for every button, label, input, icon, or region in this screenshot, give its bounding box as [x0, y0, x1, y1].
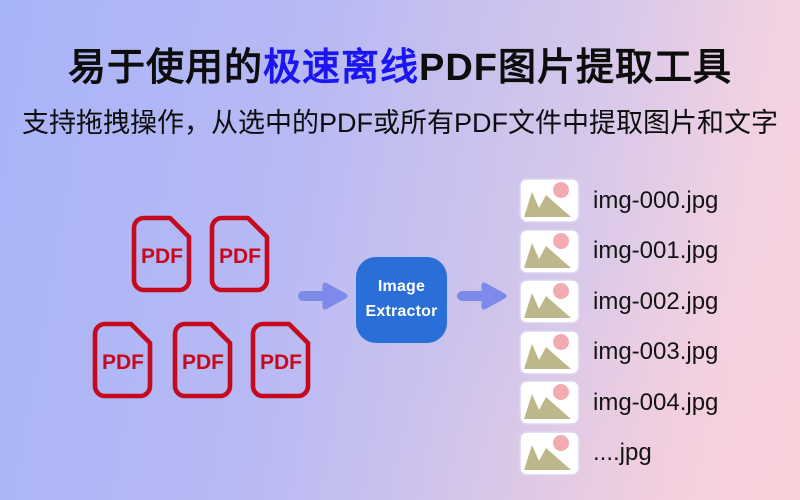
file-name: ....jpg: [593, 439, 652, 467]
pdf-file-icon: PDF: [91, 320, 155, 402]
pdf-label: PDF: [141, 245, 183, 268]
arrow-right-icon: [297, 282, 349, 310]
image-extractor-box: Image Extractor: [356, 257, 447, 343]
image-file-icon: [519, 431, 580, 476]
image-file-icon: [519, 279, 580, 324]
pdf-label: PDF: [102, 351, 144, 374]
extracted-files-list: img-000.jpg img-001.jpg img-002.jpg img-…: [519, 178, 718, 476]
pdf-file-icon: PDF: [171, 320, 235, 402]
file-name: img-002.jpg: [593, 287, 719, 315]
list-item: img-001.jpg: [519, 228, 719, 274]
list-item: img-002.jpg: [519, 279, 718, 324]
title-segment: PDF图片提取工具: [419, 47, 733, 89]
title-highlight-segment: 极速离线: [262, 47, 419, 89]
extractor-box-line2: Extractor: [365, 303, 438, 320]
image-file-icon: [519, 228, 580, 274]
title-segment: 易于使用的: [67, 47, 263, 89]
pdf-label: PDF: [219, 245, 261, 268]
file-name: img-000.jpg: [593, 186, 719, 214]
file-name: img-001.jpg: [593, 237, 719, 265]
file-name: img-003.jpg: [593, 338, 719, 366]
page-title: 易于使用的极速离线PDF图片提取工具: [0, 36, 800, 91]
page-subtitle: 支持拖拽操作，从选中的PDF或所有PDF文件中提取图片和文字: [22, 108, 778, 138]
image-file-icon: [519, 380, 580, 426]
list-item: ....jpg: [519, 431, 718, 476]
list-item: img-004.jpg: [519, 380, 719, 426]
image-file-icon: [519, 178, 580, 223]
pdf-file-icon: PDF: [249, 320, 313, 402]
list-item: img-003.jpg: [519, 330, 718, 375]
extractor-box-line1: Image: [377, 278, 426, 296]
pdf-file-icon: PDF: [208, 214, 272, 296]
pdf-label: PDF: [182, 351, 224, 374]
image-file-icon: [519, 330, 580, 375]
arrow-right-icon: [456, 282, 508, 310]
list-item: img-000.jpg: [519, 178, 718, 223]
pdf-file-icon: PDF: [130, 214, 194, 296]
pdf-label: PDF: [260, 351, 302, 374]
file-name: img-004.jpg: [593, 388, 719, 416]
